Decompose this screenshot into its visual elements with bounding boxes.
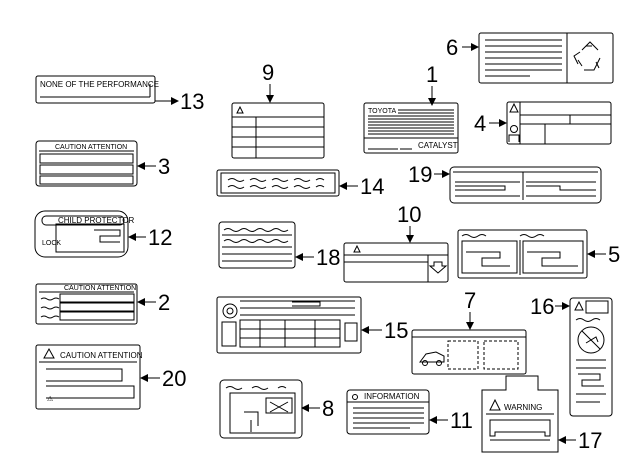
- label-10[interactable]: [343, 226, 449, 283]
- label-9[interactable]: [231, 84, 325, 159]
- label-6[interactable]: [462, 32, 614, 84]
- label-3[interactable]: [35, 140, 156, 187]
- callout-20: 20: [162, 366, 186, 391]
- label-17-text: WARNING: [504, 403, 542, 412]
- label-2-text: CAUTION ATTENTION: [64, 285, 136, 292]
- label-7[interactable]: [411, 312, 527, 375]
- callout-7: 7: [464, 288, 476, 313]
- callout-6: 6: [446, 35, 458, 60]
- label-12-text: CHILD PROTECTOR: [58, 216, 135, 225]
- label-20-text: CAUTION ATTENTION: [60, 351, 143, 360]
- callout-8: 8: [322, 396, 334, 421]
- callout-11: 11: [450, 408, 473, 433]
- label-18[interactable]: [218, 221, 314, 269]
- callout-12: 12: [148, 225, 172, 250]
- callout-17: 17: [578, 428, 602, 453]
- label-1[interactable]: [363, 86, 459, 154]
- label-15[interactable]: [216, 296, 382, 354]
- label-3-text: CAUTION ATTENTION: [55, 144, 127, 151]
- callout-3: 3: [158, 154, 170, 179]
- label-2[interactable]: [35, 283, 156, 325]
- callout-4: 4: [474, 111, 486, 136]
- label-12-icon-glyph: ⚠: [47, 395, 53, 403]
- callout-16: 16: [530, 294, 554, 319]
- label-13-text: NONE OF THE PERFORMANCE: [40, 80, 159, 89]
- callout-10: 10: [397, 202, 421, 227]
- label-5[interactable]: [457, 229, 606, 279]
- label-16[interactable]: [555, 297, 613, 417]
- label-19[interactable]: [434, 166, 602, 204]
- callout-9: 9: [262, 60, 274, 85]
- callout-5: 5: [608, 242, 620, 267]
- callout-14: 14: [360, 174, 384, 199]
- label-11[interactable]: [346, 389, 448, 435]
- label-11-text: INFORMATION: [364, 392, 420, 401]
- callout-2: 2: [158, 290, 170, 315]
- label-12-lock: LOCK: [42, 240, 61, 247]
- label-8[interactable]: [219, 379, 320, 439]
- label-13[interactable]: [35, 75, 179, 105]
- label-20[interactable]: [35, 344, 160, 410]
- label-1-brand: TOYOTA: [368, 108, 396, 115]
- callout-15: 15: [384, 318, 408, 343]
- label-4[interactable]: [489, 101, 612, 145]
- callout-1: 1: [426, 62, 438, 87]
- callout-19: 19: [408, 162, 432, 187]
- label-1-catalyst: CATALYST: [418, 141, 458, 150]
- label-17[interactable]: [481, 375, 576, 453]
- callout-18: 18: [316, 245, 340, 270]
- label-14[interactable]: [216, 169, 358, 197]
- label-12[interactable]: [34, 210, 146, 258]
- callout-13: 13: [180, 89, 204, 114]
